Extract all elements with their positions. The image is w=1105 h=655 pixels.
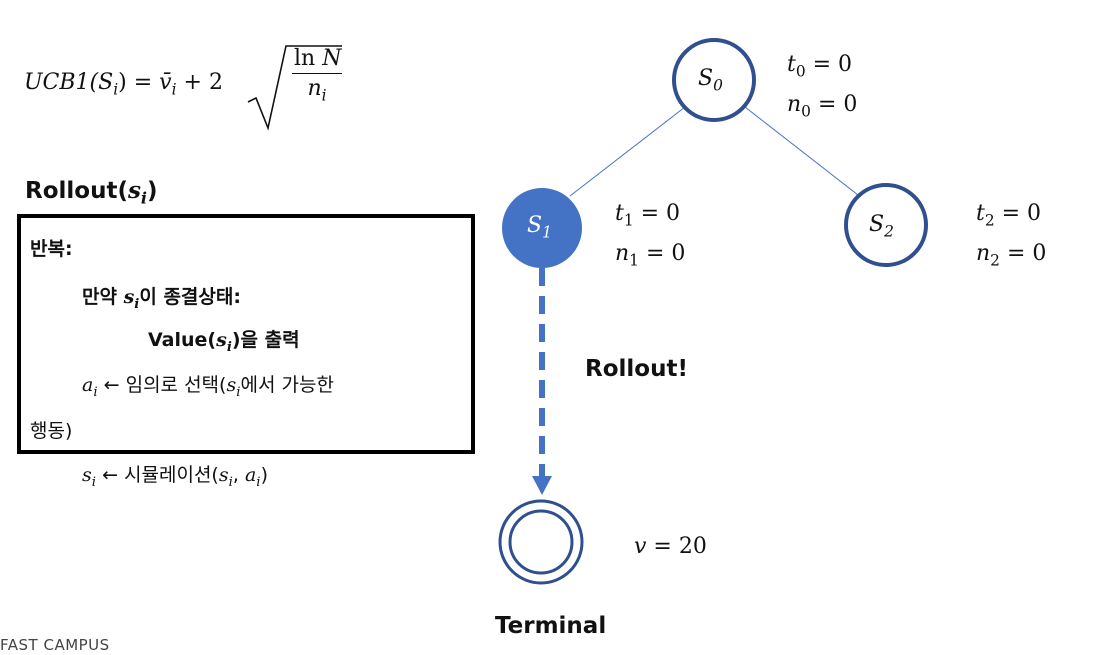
node-s0 xyxy=(672,38,756,122)
fraction-numerator: ln N xyxy=(292,46,342,74)
edge-s0-s1 xyxy=(569,106,686,197)
rollout-label: Rollout! xyxy=(585,356,688,382)
node-s0-label: S0 xyxy=(698,66,723,95)
node-s1-label: S1 xyxy=(527,213,552,242)
terminal-label: Terminal xyxy=(495,613,607,639)
formula-lhs: UCB1(Si) = v̄i + 2 xyxy=(24,70,223,99)
rollout-arrow-head xyxy=(532,476,552,495)
node-s1-n: n1 = 0 xyxy=(615,241,686,270)
algo-line-output-value: Value(si)을 출력 xyxy=(148,329,300,355)
node-s2-stats: t2 = 0 n2 = 0 xyxy=(976,197,1046,278)
node-s1-stats: t1 = 0 n1 = 0 xyxy=(615,197,685,278)
node-s0-n: n0 = 0 xyxy=(787,92,858,121)
formula-fraction: ln N ni xyxy=(292,46,342,104)
algo-line-choose-action: ai ← 임의로 선택(si에서 가능한 xyxy=(82,374,334,400)
fraction-denominator: ni xyxy=(307,76,327,105)
algo-line-action-wrap: 행동) xyxy=(30,420,73,442)
algo-line-if-terminal: 만약 si이 종결상태: xyxy=(82,286,241,312)
algorithm-box xyxy=(17,214,475,454)
terminal-value: v = 20 xyxy=(634,534,707,559)
node-s2 xyxy=(844,183,928,267)
node-s2-label: S2 xyxy=(869,212,894,241)
brand-logo-text: FAST CAMPUS xyxy=(0,636,110,654)
node-s2-n: n2 = 0 xyxy=(976,241,1047,270)
node-s0-t: t0 = 0 xyxy=(787,52,853,81)
node-s1-t: t1 = 0 xyxy=(615,201,681,230)
algo-line-repeat: 반복: xyxy=(30,238,73,260)
terminal-node-inner xyxy=(508,509,574,575)
node-s0-stats: t0 = 0 n0 = 0 xyxy=(787,48,857,129)
rollout-title: Rollout(si) xyxy=(25,177,158,208)
edge-s0-s2 xyxy=(744,106,859,196)
node-s2-t: t2 = 0 xyxy=(976,201,1042,230)
sqrt-symbol xyxy=(247,45,342,131)
algo-line-simulate: si ← 시뮬레이션(si, ai) xyxy=(82,464,268,490)
node-s1 xyxy=(502,188,582,268)
